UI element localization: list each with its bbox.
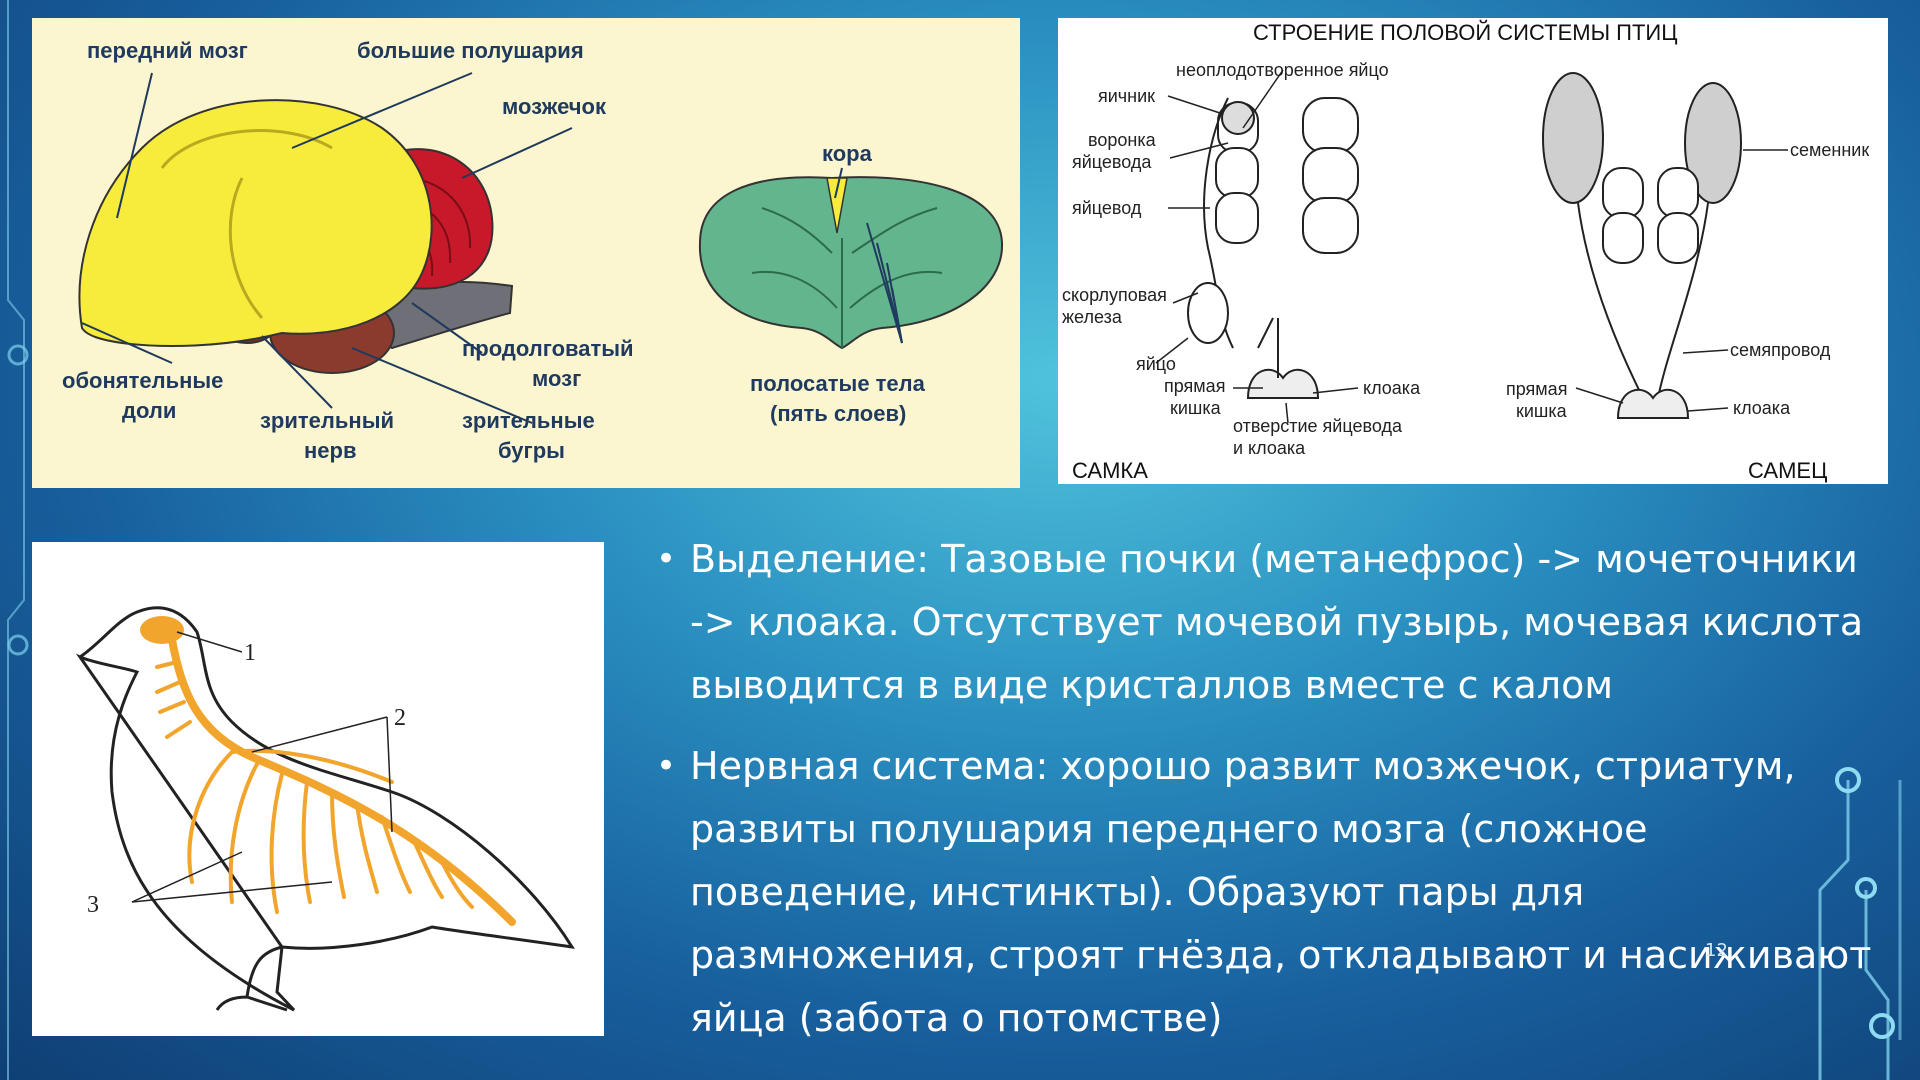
label-olfactory-1: обонятельные (62, 368, 223, 393)
bullet-nervous-system: • Нервная система: хорошо развит мозжечо… (650, 735, 1880, 1050)
label-cloaca-f: клоака (1363, 378, 1421, 398)
label-1: 1 (244, 640, 256, 666)
label-funnel-2: яйцевода (1072, 152, 1152, 172)
label-cloaca-m: клоака (1733, 398, 1791, 418)
label-striatum-1: полосатые тела (750, 371, 926, 396)
bird-outline (75, 606, 575, 1012)
label-testis: семенник (1790, 140, 1869, 160)
label-optic-tubercles-1: зрительные (462, 408, 595, 433)
label-optic-nerve-1: зрительный (260, 408, 394, 433)
brain-section-shape (698, 176, 1004, 350)
label-male: САМЕЦ (1748, 458, 1827, 483)
label-shell-gland-2: железа (1062, 307, 1123, 327)
label-medulla-2: мозг (532, 366, 581, 391)
label-2: 2 (394, 705, 406, 731)
bird-diagram: 1 2 3 (75, 606, 575, 1012)
bullet-list: • Выделение: Тазовые почки (метанефрос) … (650, 528, 1880, 1068)
label-striatum-2: (пять слоев) (770, 401, 906, 426)
label-opening-1: отверстие яйцевода (1233, 416, 1403, 436)
reproductive-system-panel: СТРОЕНИЕ ПОЛОВОЙ СИСТЕМЫ ПТИЦ (1058, 18, 1888, 484)
label-unfertilized-egg: неоплодотворенное яйцо (1176, 60, 1389, 80)
label-medulla-1: продолговатый (462, 336, 634, 361)
label-egg: яйцо (1136, 354, 1176, 374)
page-number: 12 (1705, 940, 1728, 961)
bird-nervous-system-panel: 1 2 3 (32, 542, 604, 1036)
label-optic-nerve-2: нерв (304, 438, 357, 463)
bullet-excretion: • Выделение: Тазовые почки (метанефрос) … (650, 528, 1880, 717)
nerves (155, 660, 474, 914)
label-rectum-m-2: кишка (1516, 401, 1568, 421)
label-rectum-m-1: прямая (1506, 379, 1567, 399)
label-3: 3 (87, 892, 99, 918)
label-hemispheres: большие полушария (357, 38, 584, 63)
label-forebrain: передний мозг (87, 38, 248, 63)
label-rectum-f-2: кишка (1170, 398, 1222, 418)
ovary-shape (1221, 101, 1255, 135)
label-vas-deferens: семяпровод (1730, 340, 1831, 360)
reproductive-diagram: СТРОЕНИЕ ПОЛОВОЙ СИСТЕМЫ ПТИЦ (1062, 20, 1869, 483)
testis-left (1542, 72, 1604, 204)
bullet-marker: • (656, 539, 677, 579)
label-funnel-1: воронка (1088, 130, 1157, 150)
circuit-decoration-right (1818, 767, 1902, 1080)
label-optic-tubercles-2: бугры (498, 438, 565, 463)
spinal-cord (168, 636, 516, 926)
repro-title: СТРОЕНИЕ ПОЛОВОЙ СИСТЕМЫ ПТИЦ (1253, 20, 1678, 45)
testis-right (1684, 82, 1742, 204)
label-opening-2: и клоака (1233, 438, 1306, 458)
label-female: САМКА (1072, 458, 1148, 483)
label-ovary: яичник (1098, 86, 1155, 106)
brain-diagram: передний мозг большие полушария мозжечок… (62, 38, 1004, 463)
bullet-nervous-system-text: Нервная система: хорошо развит мозжечок,… (690, 744, 1872, 1040)
label-cerebellum: мозжечок (502, 94, 607, 119)
bullet-excretion-text: Выделение: Тазовые почки (метанефрос) ->… (690, 537, 1864, 707)
label-olfactory-2: доли (122, 398, 176, 423)
egg-shape (1187, 282, 1229, 344)
brain-diagram-panel: передний мозг большие полушария мозжечок… (32, 18, 1020, 488)
circuit-decoration-left (7, 0, 29, 1080)
label-shell-gland-1: скорлуповая (1062, 285, 1167, 305)
bullet-marker: • (656, 746, 677, 786)
label-cortex: кора (822, 141, 873, 166)
bird-brain (140, 616, 184, 644)
label-rectum-f-1: прямая (1164, 376, 1225, 396)
label-oviduct: яйцевод (1072, 198, 1142, 218)
